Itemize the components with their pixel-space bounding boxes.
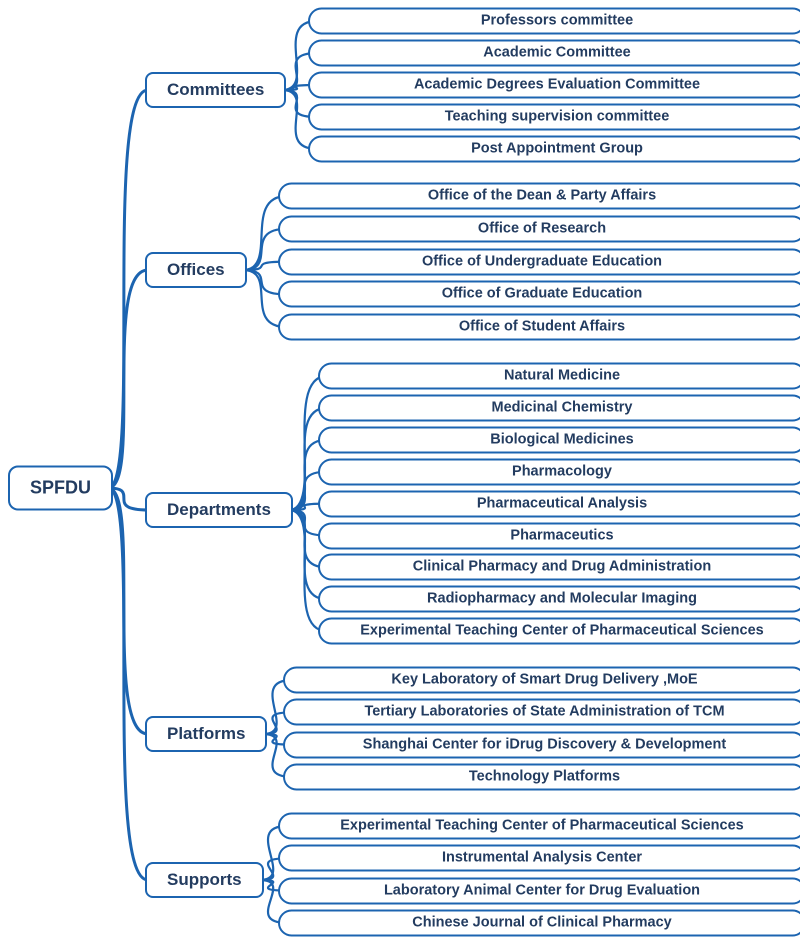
leaf-node[interactable]: Post Appointment Group — [308, 135, 800, 163]
leaf-node[interactable]: Pharmaceutical Analysis — [318, 490, 800, 518]
leaf-node[interactable]: Academic Committee — [308, 39, 800, 67]
leaf-node[interactable]: Academic Degrees Evaluation Committee — [308, 71, 800, 99]
leaf-node[interactable]: Office of Undergraduate Education — [278, 248, 800, 276]
leaf-node[interactable]: Office of the Dean & Party Affairs — [278, 182, 800, 210]
branch-node-committees[interactable]: Committees — [145, 72, 287, 108]
branch-node-offices[interactable]: Offices — [145, 252, 247, 288]
leaf-node[interactable]: Instrumental Analysis Center — [278, 844, 800, 872]
branch-node-supports[interactable]: Supports — [145, 862, 264, 898]
leaf-node[interactable]: Clinical Pharmacy and Drug Administratio… — [318, 553, 800, 581]
leaf-node[interactable]: Laboratory Animal Center for Drug Evalua… — [278, 877, 800, 905]
leaf-node[interactable]: Pharmaceutics — [318, 522, 800, 549]
leaf-node[interactable]: Shanghai Center for iDrug Discovery & De… — [283, 731, 800, 759]
branch-node-departments[interactable]: Departments — [145, 492, 293, 528]
leaf-node[interactable]: Professors committee — [308, 7, 800, 35]
leaf-node[interactable]: Teaching supervision committee — [308, 103, 800, 131]
leaf-node[interactable]: Experimental Teaching Center of Pharmace… — [278, 812, 800, 840]
leaf-node[interactable]: Biological Medicines — [318, 426, 800, 454]
leaf-node[interactable]: Tertiary Laboratories of State Administr… — [283, 698, 800, 726]
leaf-node[interactable]: Office of Student Affairs — [278, 313, 800, 341]
root-node[interactable]: SPFDU — [8, 465, 114, 511]
branch-node-platforms[interactable]: Platforms — [145, 716, 268, 752]
leaf-node[interactable]: Medicinal Chemistry — [318, 394, 800, 422]
leaf-node[interactable]: Natural Medicine — [318, 362, 800, 390]
leaf-node[interactable]: Technology Platforms — [283, 763, 800, 791]
leaf-node[interactable]: Pharmacology — [318, 458, 800, 486]
leaf-node[interactable]: Key Laboratory of Smart Drug Delivery ,M… — [283, 666, 800, 694]
leaf-node[interactable]: Experimental Teaching Center of Pharmace… — [318, 617, 800, 645]
leaf-node[interactable]: Office of Graduate Education — [278, 280, 800, 308]
leaf-node[interactable]: Radiopharmacy and Molecular Imaging — [318, 585, 800, 613]
leaf-node[interactable]: Office of Research — [278, 215, 800, 243]
leaf-node[interactable]: Chinese Journal of Clinical Pharmacy — [278, 909, 800, 937]
